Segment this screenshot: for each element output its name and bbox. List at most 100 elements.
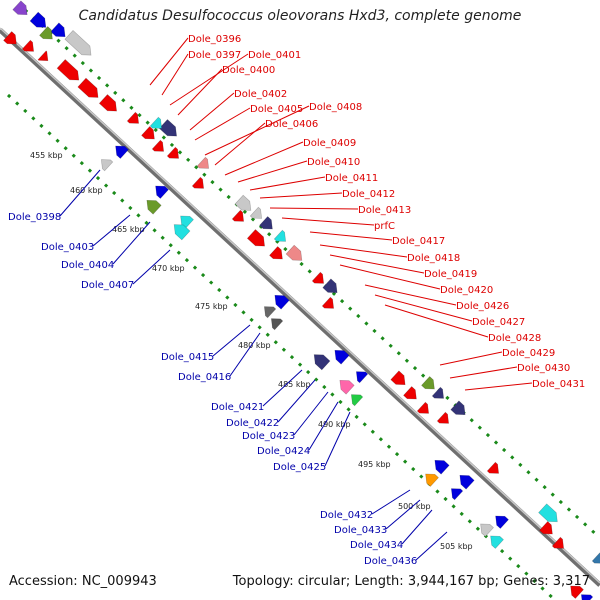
reverse-gene-arrow[interactable]: [422, 470, 439, 487]
forward-gene-arrow[interactable]: [269, 246, 287, 264]
reverse-gene-label[interactable]: Dole_0433: [334, 525, 387, 536]
forward-gene-label[interactable]: Dole_0417: [392, 236, 445, 247]
forward-gene-label[interactable]: Dole_0431: [532, 379, 585, 390]
reverse-gene-arrow[interactable]: [331, 346, 350, 365]
forward-gene-label[interactable]: Dole_0409: [303, 138, 356, 149]
forward-gene-label[interactable]: Dole_0397: [188, 50, 241, 61]
forward-gene-label[interactable]: Dole_0427: [472, 317, 525, 328]
forward-gene-label[interactable]: Dole_0405: [250, 104, 303, 115]
forward-gene-arrow[interactable]: [390, 370, 409, 389]
reverse-gene-arrow[interactable]: [271, 291, 290, 310]
forward-gene-arrow[interactable]: [149, 116, 165, 133]
forward-gene-arrow[interactable]: [486, 461, 502, 478]
forward-gene-arrow[interactable]: [196, 156, 212, 173]
forward-gene-arrow[interactable]: [551, 536, 567, 553]
reverse-gene-arrow[interactable]: [143, 196, 162, 215]
forward-gene-arrow[interactable]: [273, 229, 289, 246]
forward-gene-arrow[interactable]: [246, 229, 268, 250]
forward-gene-label[interactable]: Dole_0419: [424, 269, 477, 280]
forward-gene-arrow[interactable]: [29, 11, 50, 32]
forward-gene-arrow[interactable]: [56, 59, 83, 84]
forward-gene-arrow[interactable]: [436, 411, 452, 428]
reverse-gene-arrow[interactable]: [170, 220, 191, 241]
forward-gene-arrow[interactable]: [98, 94, 120, 115]
reverse-gene-arrow[interactable]: [431, 456, 450, 475]
reverse-gene-arrow[interactable]: [456, 471, 475, 490]
forward-gene-label[interactable]: Dole_0400: [222, 65, 275, 76]
forward-gene-arrow[interactable]: [231, 209, 247, 226]
forward-gene-arrow[interactable]: [77, 77, 102, 102]
reverse-gene-label[interactable]: Dole_0404: [61, 260, 114, 271]
reverse-gene-label[interactable]: Dole_0407: [81, 280, 134, 291]
forward-gene-arrow[interactable]: [450, 400, 469, 419]
forward-gene-label[interactable]: Dole_0402: [234, 89, 287, 100]
reverse-gene-arrow[interactable]: [177, 212, 194, 229]
reverse-gene-label[interactable]: Dole_0423: [242, 431, 295, 442]
forward-gene-label[interactable]: Dole_0412: [342, 189, 395, 200]
forward-gene-arrow[interactable]: [151, 139, 167, 156]
reverse-gene-arrow[interactable]: [577, 590, 594, 600]
reverse-gene-label[interactable]: Dole_0424: [257, 446, 310, 457]
forward-gene-arrow[interactable]: [311, 271, 327, 288]
forward-gene-arrow[interactable]: [21, 39, 37, 56]
forward-gene-arrow[interactable]: [64, 30, 95, 59]
reverse-gene-arrow[interactable]: [487, 532, 504, 549]
forward-gene-label[interactable]: Dole_0420: [440, 285, 493, 296]
forward-gene-label[interactable]: Dole_0430: [517, 363, 570, 374]
forward-gene-arrow[interactable]: [431, 386, 447, 403]
reverse-gene-arrow[interactable]: [447, 484, 464, 501]
forward-gene-arrow[interactable]: [403, 386, 421, 404]
forward-gene-label[interactable]: Dole_0418: [407, 253, 460, 264]
reverse-gene-arrow[interactable]: [567, 582, 584, 599]
forward-gene-arrow[interactable]: [37, 50, 52, 65]
reverse-gene-arrow[interactable]: [477, 520, 494, 537]
forward-gene-arrow[interactable]: [234, 194, 255, 215]
forward-gene-arrow[interactable]: [39, 26, 57, 44]
reverse-gene-arrow[interactable]: [310, 350, 331, 371]
reverse-gene-arrow[interactable]: [267, 314, 284, 331]
reverse-gene-arrow[interactable]: [260, 302, 277, 319]
forward-gene-arrow[interactable]: [538, 503, 562, 526]
reverse-gene-label[interactable]: Dole_0416: [178, 372, 231, 383]
reverse-gene-arrow[interactable]: [112, 142, 129, 159]
reverse-gene-arrow[interactable]: [97, 155, 114, 172]
reverse-gene-arrow[interactable]: [492, 512, 509, 529]
reverse-gene-label[interactable]: Dole_0403: [41, 242, 94, 253]
reverse-gene-label[interactable]: Dole_0421: [211, 402, 264, 413]
forward-gene-arrow[interactable]: [126, 111, 142, 128]
forward-gene-arrow[interactable]: [12, 0, 31, 19]
forward-gene-arrow[interactable]: [3, 31, 21, 49]
forward-gene-label[interactable]: prfC: [374, 221, 395, 232]
forward-gene-arrow[interactable]: [416, 401, 432, 418]
reverse-gene-label[interactable]: Dole_0398: [8, 212, 61, 223]
forward-gene-arrow[interactable]: [249, 206, 265, 223]
reverse-gene-label[interactable]: Dole_0432: [320, 510, 373, 521]
forward-gene-arrow[interactable]: [539, 521, 557, 539]
reverse-gene-label[interactable]: Dole_0415: [161, 352, 214, 363]
forward-gene-arrow[interactable]: [322, 278, 341, 297]
forward-gene-arrow[interactable]: [50, 22, 69, 41]
reverse-gene-arrow[interactable]: [152, 182, 169, 199]
forward-gene-arrow[interactable]: [285, 244, 306, 265]
forward-gene-arrow[interactable]: [166, 146, 182, 163]
forward-gene-label[interactable]: Dole_0411: [325, 173, 378, 184]
reverse-gene-label[interactable]: Dole_0436: [364, 556, 417, 567]
reverse-gene-arrow[interactable]: [347, 390, 364, 407]
forward-gene-label[interactable]: Dole_0426: [456, 301, 509, 312]
reverse-gene-label[interactable]: Dole_0422: [226, 418, 279, 429]
forward-gene-arrow[interactable]: [141, 126, 159, 144]
forward-gene-label[interactable]: Dole_0428: [488, 333, 541, 344]
forward-gene-label[interactable]: Dole_0429: [502, 348, 555, 359]
forward-gene-label[interactable]: Dole_0410: [307, 157, 360, 168]
forward-gene-arrow[interactable]: [321, 296, 337, 313]
forward-gene-arrow[interactable]: [591, 551, 600, 568]
forward-gene-label[interactable]: Dole_0396: [188, 34, 241, 45]
reverse-gene-label[interactable]: Dole_0425: [273, 462, 326, 473]
forward-gene-label[interactable]: Dole_0401: [248, 50, 301, 61]
forward-gene-label[interactable]: Dole_0406: [265, 119, 318, 130]
reverse-gene-label[interactable]: Dole_0434: [350, 540, 403, 551]
forward-gene-label[interactable]: Dole_0408: [309, 102, 362, 113]
forward-gene-label[interactable]: Dole_0413: [358, 205, 411, 216]
reverse-gene-arrow[interactable]: [352, 367, 369, 384]
